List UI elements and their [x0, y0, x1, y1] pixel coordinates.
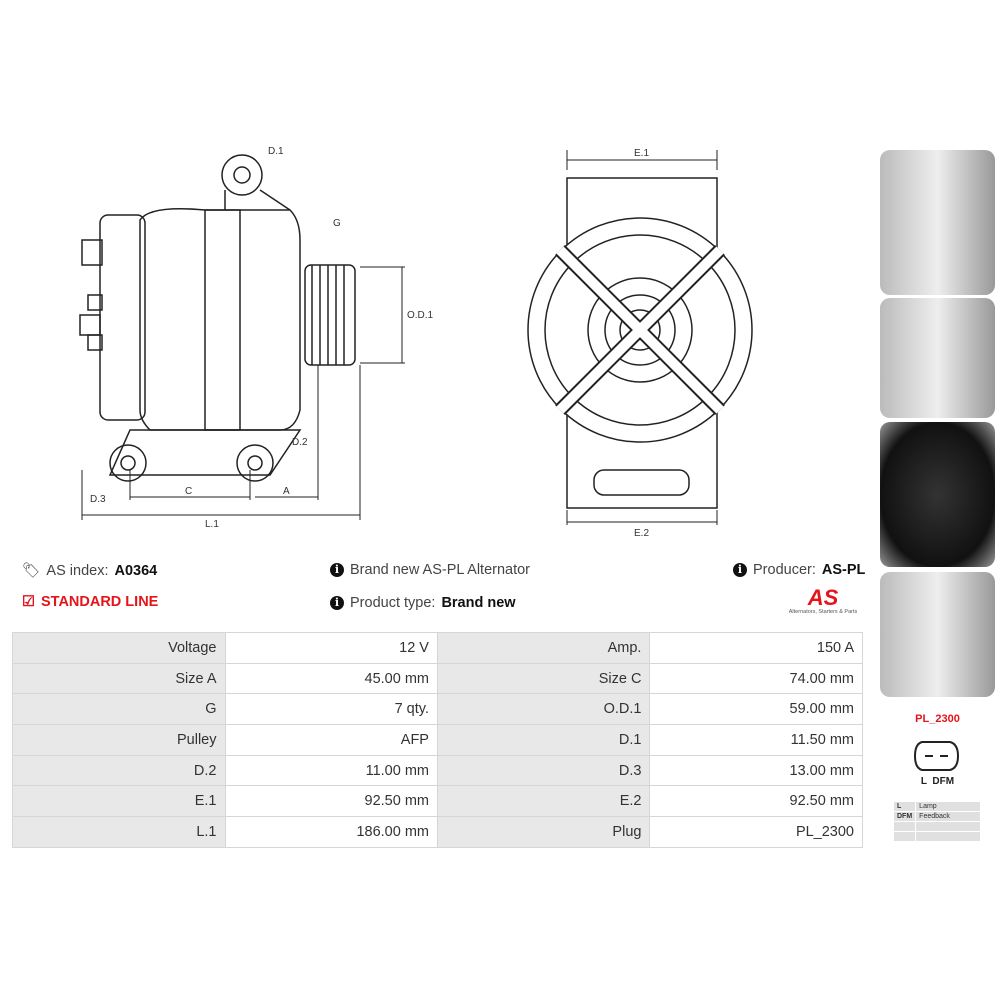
spec-value: 11.00 mm: [224, 754, 438, 787]
pin-description: Feedback: [915, 811, 981, 822]
product-photo-front[interactable]: [880, 150, 995, 295]
spec-label: Amp.: [436, 632, 651, 664]
side-view: [79, 154, 405, 520]
pin-description: [915, 821, 981, 832]
label-d3: D.3: [90, 494, 106, 505]
label-a: A: [283, 486, 290, 497]
label-e1: E.1: [634, 148, 649, 159]
label-d1: D.1: [268, 146, 284, 157]
spec-value: 186.00 mm: [224, 816, 438, 848]
label-l1: L.1: [205, 519, 219, 530]
pin-row: [892, 831, 981, 842]
product-photo-back[interactable]: [880, 422, 995, 567]
technical-drawing: D.1 G O.D.1 D.2 D.3 C A L.1 E.1 E.2: [79, 146, 753, 539]
label-d2: D.2: [292, 437, 308, 448]
plug-pins: L DFM: [920, 776, 955, 787]
pin-row: [892, 821, 981, 832]
plug-name: PL_2300: [915, 713, 960, 725]
info-icon: i: [330, 596, 344, 610]
spec-label: L.1: [12, 816, 226, 848]
spec-value: 92.50 mm: [224, 785, 438, 818]
tags-icon: 🏷: [22, 563, 41, 579]
spec-label: Size A: [12, 662, 226, 695]
info-icon: i: [330, 563, 344, 577]
spec-label: E.1: [12, 785, 226, 818]
info-icon: i: [733, 563, 747, 577]
label-c: C: [185, 486, 192, 497]
front-view: [527, 150, 753, 525]
spec-label: Pulley: [12, 724, 226, 756]
spec-value: AFP: [224, 724, 438, 756]
spec-value: 150 A: [649, 632, 863, 664]
spec-value: 11.50 mm: [649, 724, 863, 756]
as-index: 🏷AS index:A0364: [22, 562, 158, 580]
spec-value: 59.00 mm: [649, 693, 863, 726]
standard-line: ☑STANDARD LINE: [22, 594, 159, 610]
spec-value: 45.00 mm: [224, 662, 438, 695]
spec-value: 13.00 mm: [649, 754, 863, 787]
spec-label: Voltage: [12, 632, 226, 664]
pin-description: Lamp: [915, 801, 981, 812]
spec-value: 7 qty.: [224, 693, 438, 726]
label-g: G: [333, 218, 341, 229]
spec-label: G: [12, 693, 226, 726]
pin-code: DFM: [892, 811, 917, 822]
plug-connector-icon: [913, 741, 960, 771]
spec-label: D.1: [436, 724, 651, 756]
label-od1: O.D.1: [407, 310, 434, 321]
as-pl-logo: AS Alternators, Starters & Parts: [788, 585, 858, 616]
spec-value: 12 V: [224, 632, 438, 664]
spec-label: O.D.1: [436, 693, 651, 726]
product-photo-side[interactable]: [880, 298, 995, 418]
check-square-icon: ☑: [22, 594, 35, 610]
product-photo-angle[interactable]: [880, 572, 995, 697]
spec-label: Plug: [436, 816, 651, 848]
spec-label: E.2: [436, 785, 651, 818]
label-e2: E.2: [634, 528, 649, 539]
spec-value: 92.50 mm: [649, 785, 863, 818]
spec-value: PL_2300: [649, 816, 863, 848]
pin-code: [892, 831, 917, 842]
pin-code: [892, 821, 917, 832]
pin-description: [915, 831, 981, 842]
spec-label: Size C: [436, 662, 651, 695]
spec-label: D.3: [436, 754, 651, 787]
pin-code: L: [892, 801, 917, 812]
spec-label: D.2: [12, 754, 226, 787]
spec-value: 74.00 mm: [649, 662, 863, 695]
